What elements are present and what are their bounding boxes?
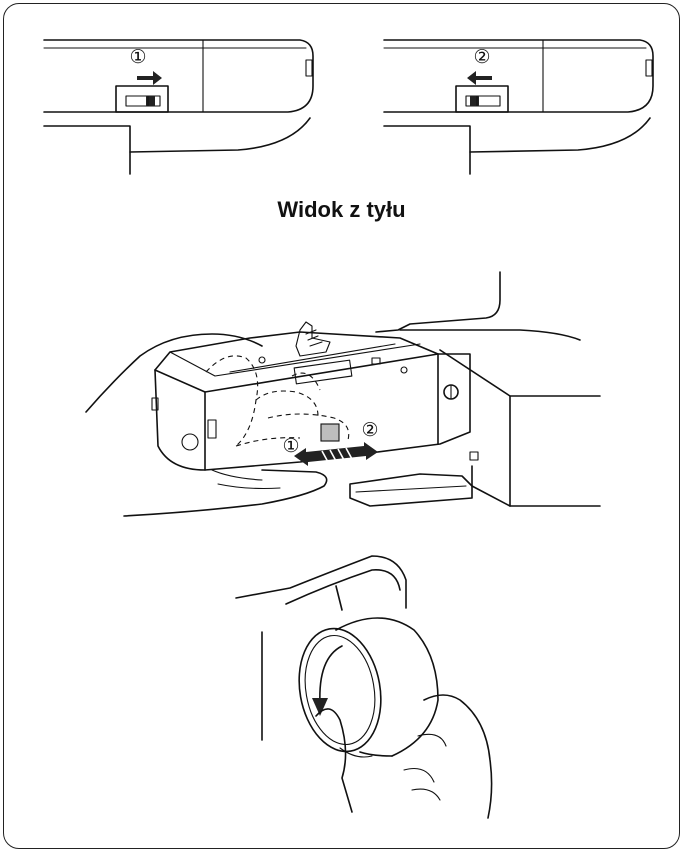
step-2-marker-middle: ② <box>361 419 378 441</box>
step-1-marker-top: ① <box>129 46 146 68</box>
rear-view-caption: Widok z tyłu <box>277 197 406 222</box>
panel-switch-position-1: ① <box>43 39 314 175</box>
arrow-left-icon <box>467 71 492 85</box>
slider-tab <box>320 423 340 442</box>
switch-knob-position-1 <box>146 96 155 106</box>
panel-switch-position-2: ② <box>383 39 654 175</box>
handwheel-illustration <box>235 555 493 819</box>
step-2-marker-top: ② <box>473 46 490 68</box>
curved-arrow-icon <box>312 698 328 716</box>
page-frame <box>3 3 680 849</box>
free-arm-illustration: ① ② <box>85 271 601 517</box>
arrow-right-icon <box>137 71 162 85</box>
switch-knob-position-2 <box>470 96 479 106</box>
double-arrow-icon <box>294 442 378 466</box>
step-1-marker-middle: ① <box>282 435 299 457</box>
